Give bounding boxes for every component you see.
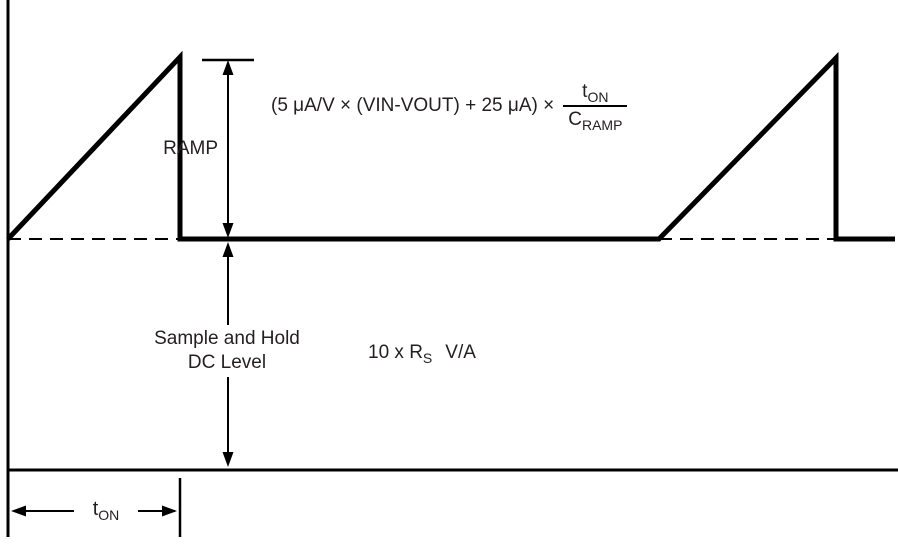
ramp-waveform bbox=[6, 50, 895, 242]
denominator-base: C bbox=[568, 109, 582, 130]
sample-hold-dc-label: Sample and Hold DC Level bbox=[117, 325, 337, 377]
ramp-amplitude-arrow bbox=[222, 60, 234, 238]
numerator-subscript: ON bbox=[587, 88, 609, 105]
ramp-formula-fraction: tON CRAMP bbox=[563, 81, 628, 133]
dc-level-formula: 10 x RS V/A bbox=[368, 342, 476, 366]
ton-subscript: ON bbox=[98, 507, 120, 523]
dc-formula-prefix: 10 x R bbox=[368, 342, 423, 363]
arrowhead-down-icon bbox=[222, 452, 234, 467]
fraction-numerator: tON bbox=[577, 81, 613, 105]
arrowhead-right-icon bbox=[162, 505, 177, 517]
ton-base: t bbox=[92, 498, 99, 520]
ramp-amplitude-formula: (5 μA/V × (VIN-VOUT) + 25 μA) × tON CRAM… bbox=[271, 78, 628, 134]
denominator-subscript: RAMP bbox=[581, 116, 623, 133]
dc-formula-suffix: V/A bbox=[445, 342, 476, 363]
fraction-denominator: CRAMP bbox=[563, 105, 628, 133]
sample-hold-line1: Sample and Hold bbox=[154, 328, 300, 349]
ton-dimension-arrows bbox=[11, 505, 177, 517]
arrowhead-up-icon bbox=[222, 242, 234, 257]
ton-label: tON bbox=[74, 498, 138, 523]
arrowhead-up-icon bbox=[222, 60, 234, 75]
arrowhead-down-icon bbox=[222, 223, 234, 238]
arrowhead-left-icon bbox=[11, 505, 26, 517]
numerator-base: t bbox=[582, 81, 588, 103]
dc-formula-subscript: S bbox=[422, 349, 433, 366]
ramp-label: RAMP bbox=[163, 138, 218, 159]
sample-hold-line2: DC Level bbox=[187, 352, 267, 373]
ramp-formula-prefix: (5 μA/V × (VIN-VOUT) + 25 μA) × bbox=[271, 95, 555, 116]
